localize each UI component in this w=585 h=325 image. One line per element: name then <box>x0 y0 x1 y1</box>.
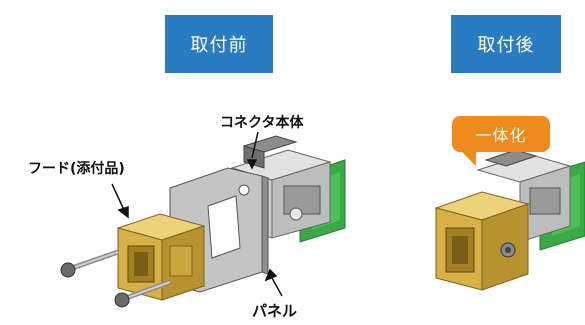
hood-part <box>116 213 206 301</box>
assembled-hood <box>434 191 530 291</box>
panel-label: パネル <box>252 302 298 320</box>
leader-lines <box>111 131 283 297</box>
tab-before[interactable]: 取付前 <box>165 15 273 73</box>
screw-upper <box>60 249 119 278</box>
assembled-body <box>476 149 572 243</box>
hood-label: フード(添付品) <box>28 161 125 177</box>
tab-after[interactable]: 取付後 <box>451 15 561 73</box>
screw-lower <box>114 279 171 308</box>
connector-body-label: コネクタ本体 <box>220 115 304 131</box>
integrated-callout: 一体化 <box>452 116 550 152</box>
